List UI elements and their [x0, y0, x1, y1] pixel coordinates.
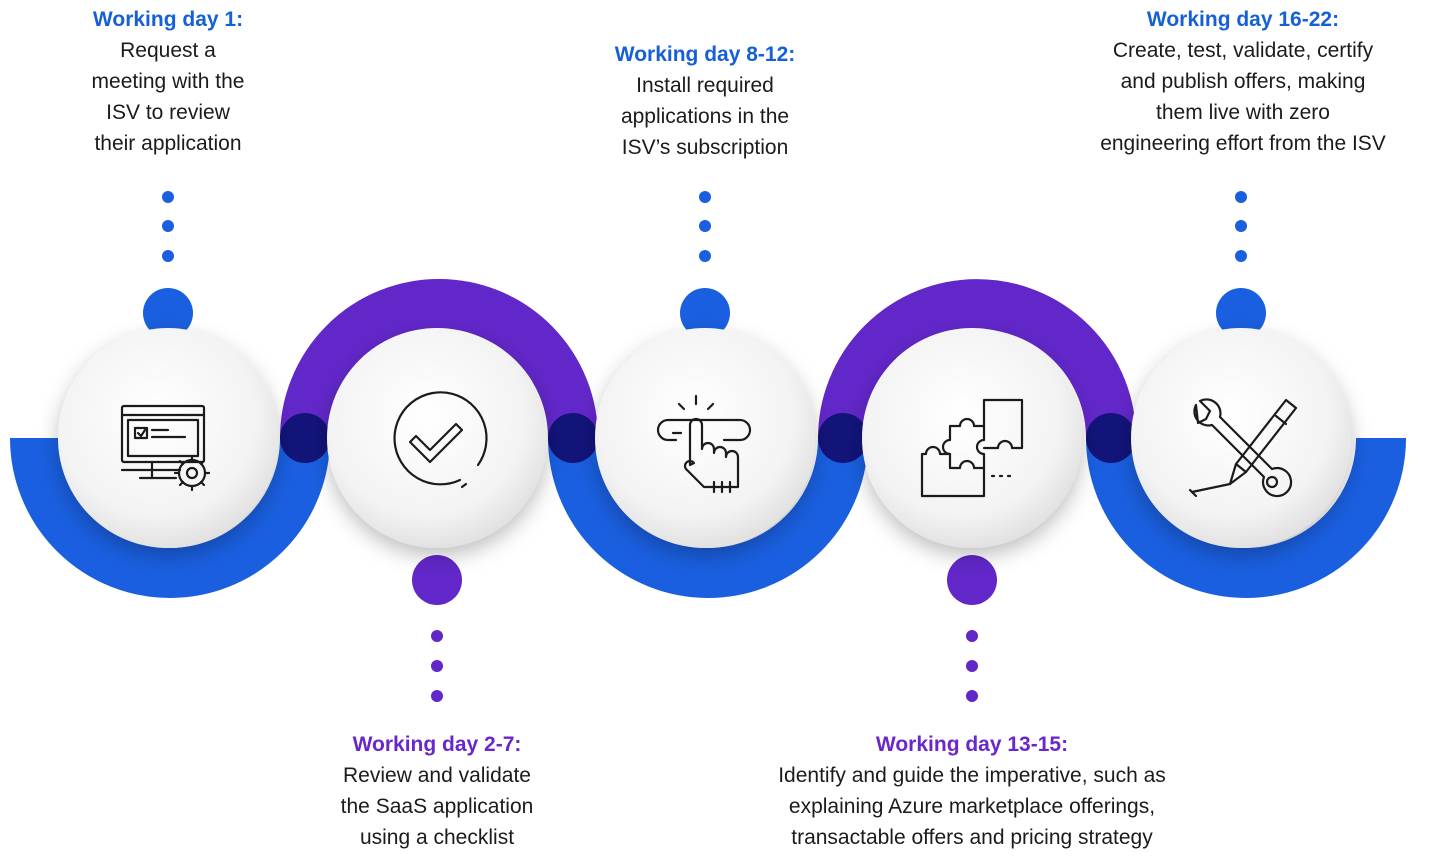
step-label-2: Working day 2-7: Review and validate the… — [297, 729, 577, 853]
step-title: Working day 1: — [92, 8, 244, 31]
node-dot-5 — [1216, 288, 1266, 338]
arc-step-4 — [818, 279, 1136, 439]
node-dot-3 — [680, 288, 730, 338]
step-description: Identify and guide the imperative, such … — [778, 764, 1166, 849]
connector-dot — [699, 250, 711, 262]
joint-2 — [548, 413, 598, 463]
connector-dot — [966, 690, 978, 702]
arc-step-1 — [10, 437, 330, 598]
hand-click-icon — [656, 394, 752, 494]
step-title: Working day 16-22: — [1146, 8, 1340, 31]
node-dot-1 — [143, 288, 193, 338]
tools-icon — [1188, 398, 1298, 498]
arc-step-2 — [280, 279, 598, 439]
ribbon — [10, 279, 1406, 598]
checkmark-circle-icon — [393, 391, 488, 489]
connector-dot — [162, 191, 174, 203]
connectors — [143, 191, 1266, 702]
puzzle-icon — [920, 398, 1024, 498]
step-label-4: Working day 13-15: Identify and guide th… — [742, 729, 1202, 853]
connector-dot — [699, 220, 711, 232]
computer-settings-icon — [120, 404, 211, 492]
step-description: Review and validate the SaaS application… — [340, 764, 534, 849]
step-circle-3 — [595, 328, 815, 548]
connector-dot — [431, 630, 443, 642]
step-circle-4 — [862, 328, 1082, 548]
step-label-3: Working day 8-12: Install required appli… — [565, 39, 845, 163]
connector-dot — [1235, 191, 1247, 203]
connector-dot — [431, 690, 443, 702]
arc-step-3 — [548, 437, 868, 598]
connector-dot — [966, 660, 978, 672]
connector-dot — [1235, 250, 1247, 262]
arc-step-5 — [1086, 437, 1406, 598]
node-dot-2 — [412, 555, 462, 605]
connector-dot — [431, 660, 443, 672]
joint-3 — [818, 413, 868, 463]
joint-4 — [1086, 413, 1136, 463]
joint-1 — [280, 413, 330, 463]
step-circle-2 — [327, 328, 547, 548]
node-dot-4 — [947, 555, 997, 605]
step-title: Working day 13-15: — [875, 733, 1069, 756]
connector-dot — [162, 220, 174, 232]
step-description: Install required applications in the ISV… — [620, 74, 790, 159]
step-title: Working day 8-12: — [614, 43, 796, 66]
connector-dot — [1235, 220, 1247, 232]
step-title: Working day 2-7: — [352, 733, 522, 756]
connector-dot — [699, 191, 711, 203]
step-label-5: Working day 16-22: Create, test, validat… — [1056, 4, 1430, 159]
step-description: Create, test, validate, certify and publ… — [1100, 39, 1386, 155]
connector-dot — [162, 250, 174, 262]
connector-dot — [966, 630, 978, 642]
step-label-1: Working day 1: Request a meeting with th… — [48, 4, 288, 159]
step-description: Request a meeting with the ISV to review… — [91, 39, 245, 155]
